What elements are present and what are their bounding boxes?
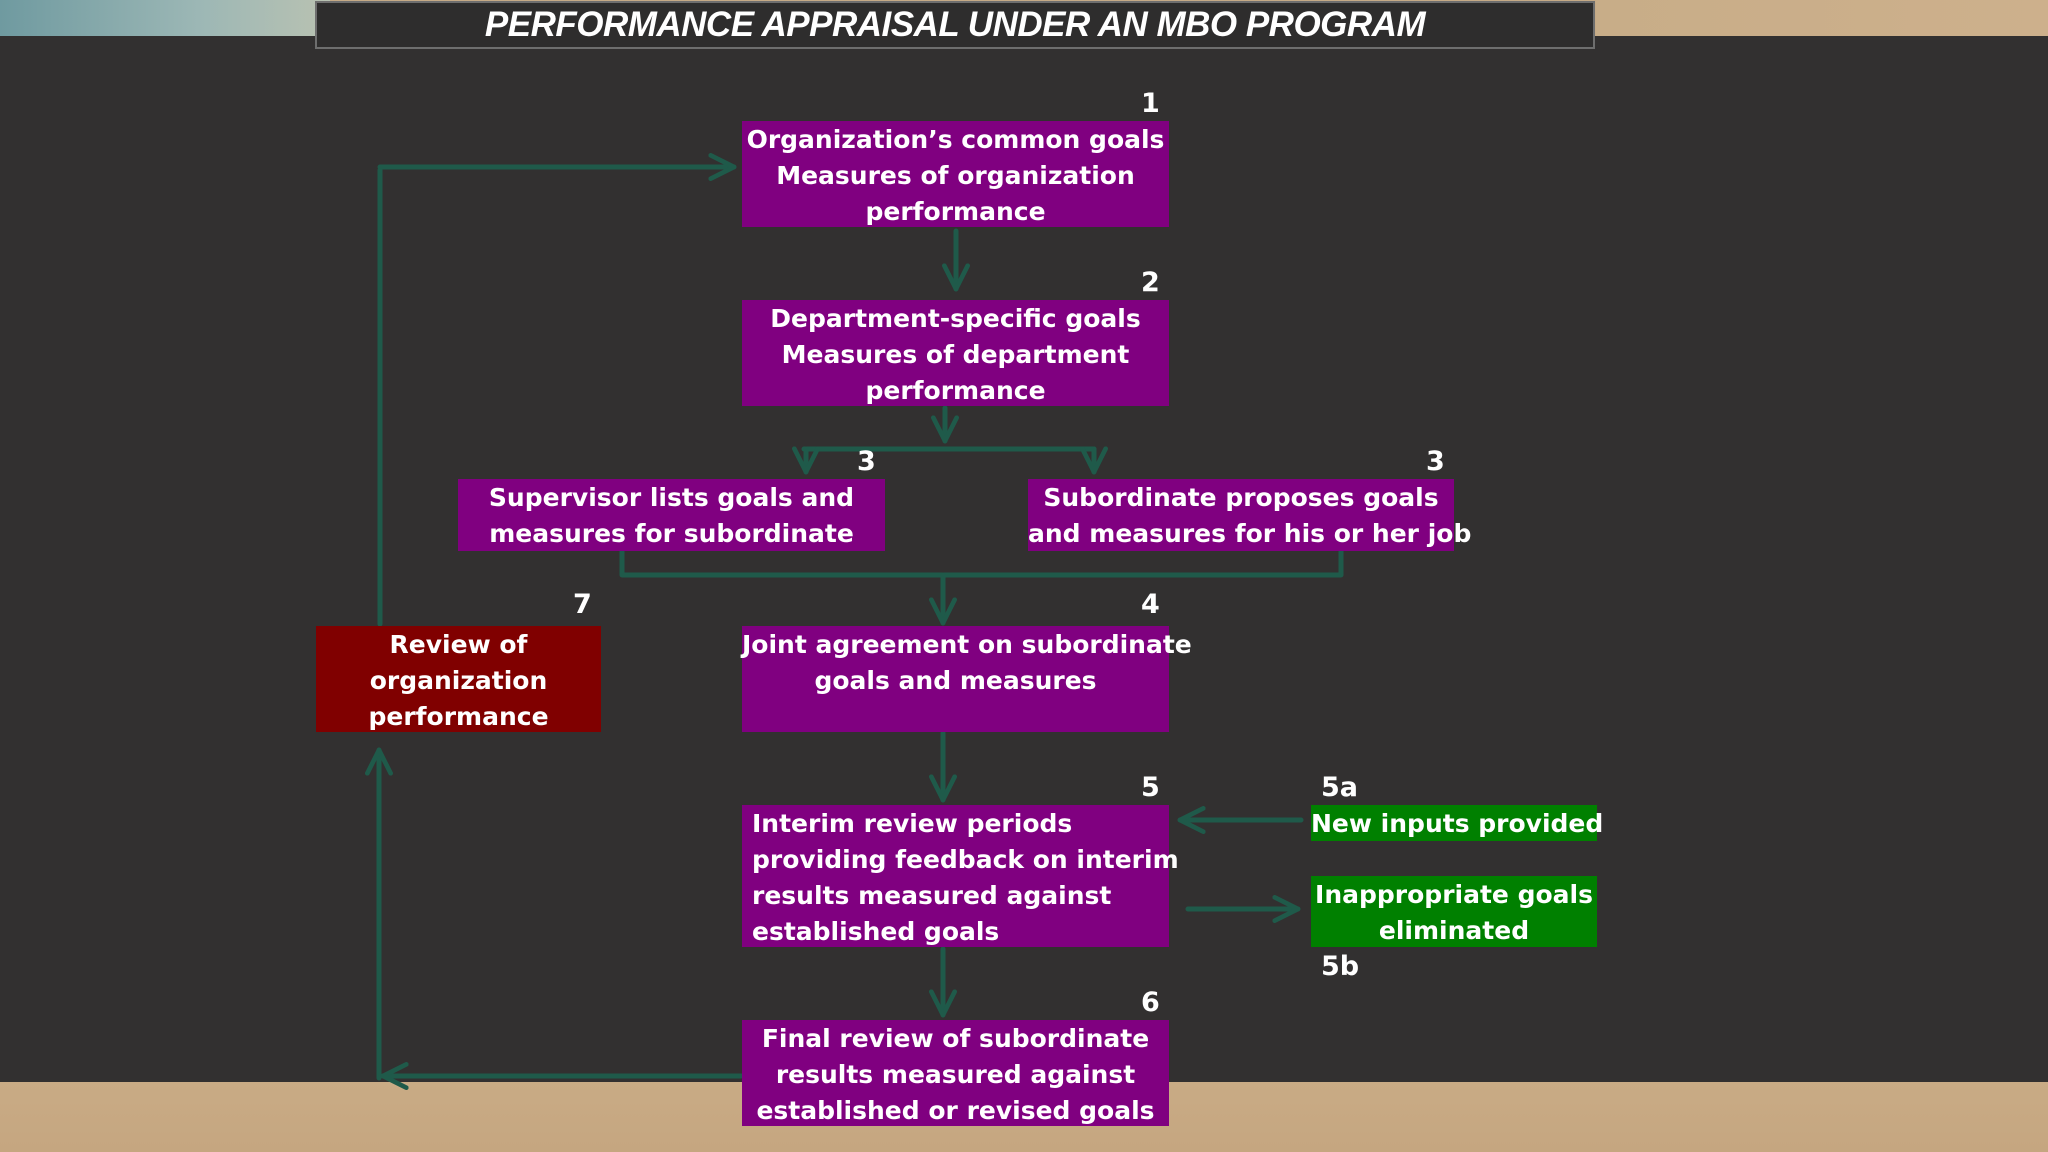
step-4-number: 4: [1141, 589, 1160, 620]
step-5b-line-1: Inappropriate goals: [1315, 880, 1593, 909]
step-1-number: 1: [1141, 88, 1160, 119]
step-7-number: 7: [573, 589, 592, 620]
step-5a-line-1: New inputs provided: [1311, 809, 1604, 838]
step-7-box: Review of organization performance: [316, 626, 601, 732]
step-3b-line-1: Subordinate proposes goals: [1043, 483, 1439, 512]
background-top-left: [0, 0, 330, 40]
step-3b-line-2: and measures for his or her job: [1028, 519, 1472, 548]
step-1-line-3: performance: [865, 197, 1046, 226]
step-4-box: Joint agreement on subordinate goals and…: [742, 626, 1192, 732]
step-2-line-3: performance: [865, 376, 1046, 405]
step-6-line-1: Final review of subordinate: [761, 1024, 1150, 1053]
step-1-line-1: Organization’s common goals: [746, 125, 1165, 154]
step-1-box: Organization’s common goals Measures of …: [742, 121, 1169, 227]
step-4-line-1: Joint agreement on subordinate: [742, 630, 1192, 659]
step-7-line-2: organization: [369, 666, 548, 695]
step-5-line-3: results measured against: [752, 881, 1112, 910]
step-2-line-1: Department-specific goals: [770, 304, 1141, 333]
connector-merge-3-to-4: [619, 548, 1344, 578]
step-3a-box: Supervisor lists goals and measures for …: [458, 479, 885, 551]
step-5-box: Interim review periods providing feedbac…: [742, 805, 1179, 947]
step-6-line-3: established or revised goals: [756, 1096, 1155, 1125]
step-6-number: 6: [1141, 987, 1160, 1018]
step-1-line-2: Measures of organization: [776, 161, 1135, 190]
step-5b-line-2: eliminated: [1378, 916, 1530, 945]
step-5-number: 5: [1141, 772, 1160, 803]
step-5a-number: 5a: [1321, 772, 1359, 803]
step-3b-box: Subordinate proposes goals and measures …: [1028, 479, 1472, 551]
step-5a-box: New inputs provided: [1311, 805, 1604, 841]
step-5b-box: Inappropriate goals eliminated: [1311, 876, 1597, 947]
title-bar: PERFORMANCE APPRAISAL UNDER AN MBO PROGR…: [315, 1, 1595, 49]
step-4-line-2: goals and measures: [814, 666, 1097, 695]
step-7-line-1: Review of: [389, 630, 528, 659]
step-2-box: Department-specific goals Measures of de…: [742, 300, 1169, 406]
step-5-line-2: providing feedback on interim: [752, 845, 1179, 874]
step-6-line-2: results measured against: [775, 1060, 1136, 1089]
step-6-box: Final review of subordinate results meas…: [742, 1020, 1169, 1126]
step-5-line-1: Interim review periods: [752, 809, 1073, 838]
step-3b-number: 3: [1426, 446, 1445, 477]
step-3a-line-2: measures for subordinate: [489, 519, 854, 548]
page-title: PERFORMANCE APPRAISAL UNDER AN MBO PROGR…: [484, 5, 1426, 44]
step-3a-number: 3: [857, 446, 876, 477]
step-7-line-3: performance: [368, 702, 549, 731]
step-2-number: 2: [1141, 267, 1160, 298]
step-5b-number: 5b: [1321, 951, 1360, 982]
step-5-line-4: established goals: [752, 917, 1000, 946]
step-3a-line-1: Supervisor lists goals and: [488, 483, 855, 512]
step-2-line-2: Measures of department: [781, 340, 1130, 369]
background-top-right: [1596, 0, 2048, 40]
